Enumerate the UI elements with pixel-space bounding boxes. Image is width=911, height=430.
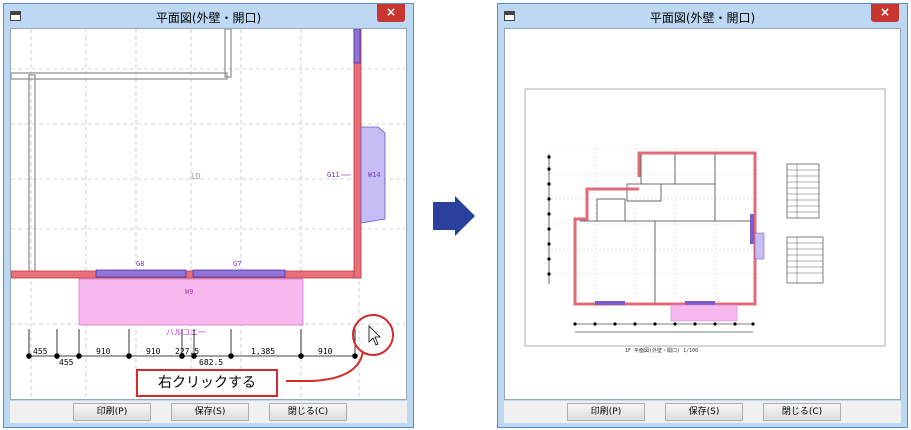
window-title: 平面図(外壁・開口) (155, 11, 262, 25)
instruction-callout: 右クリックする (136, 369, 278, 397)
left-button-bar: 印刷(P) 保存(S) 閉じる(C) (10, 401, 407, 423)
dimension-label: 910 (318, 347, 333, 356)
opening-label-w14: W14 (368, 171, 381, 179)
callout-leader (286, 350, 364, 382)
opening-label-g8: G8 (136, 260, 144, 268)
plan-canvas[interactable]: W14 G11 LD G8 G7 W9 バルコニー (10, 28, 407, 400)
room-label: LD (191, 172, 201, 181)
right-arrow-icon (433, 196, 475, 236)
left-window: 平面図(外壁・開口) × (3, 3, 414, 428)
drawing-caption: 1F 平面図(外壁・開口) 1/100 (625, 347, 698, 354)
print-preview-page: 1F 平面図(外壁・開口) 1/100 (524, 88, 886, 354)
window-app-icon[interactable] (504, 11, 515, 21)
opening-label-g7: G7 (233, 260, 241, 268)
print-button[interactable]: 印刷(P) (567, 403, 645, 421)
print-button[interactable]: 印刷(P) (73, 403, 151, 421)
balcony-label: バルコニー (166, 328, 206, 337)
save-button[interactable]: 保存(S) (171, 403, 249, 421)
window-title: 平面図(外壁・開口) (649, 11, 756, 25)
close-icon[interactable]: × (377, 4, 405, 22)
left-titlebar[interactable]: 平面図(外壁・開口) × (4, 4, 413, 28)
dimension-label: 910 (96, 347, 111, 356)
right-button-bar: 印刷(P) 保存(S) 閉じる(C) (504, 401, 901, 423)
dimension-label: 1,385 (251, 347, 275, 356)
save-button[interactable]: 保存(S) (665, 403, 743, 421)
close-icon[interactable]: × (871, 4, 899, 22)
dimension-label: 455 (33, 347, 48, 356)
dimension-label: 682.5 (199, 358, 223, 367)
dimension-label: 227.5 (175, 347, 199, 356)
print-preview-area[interactable]: 1F 平面図(外壁・開口) 1/100 (504, 28, 901, 400)
dimension-label: 910 (146, 347, 161, 356)
close-button[interactable]: 閉じる(C) (763, 403, 841, 421)
right-titlebar[interactable]: 平面図(外壁・開口) × (498, 4, 907, 28)
right-window: 平面図(外壁・開口) × (497, 3, 908, 428)
window-app-icon[interactable] (10, 11, 21, 21)
close-button[interactable]: 閉じる(C) (269, 403, 347, 421)
mouse-cursor-icon (368, 325, 381, 346)
floor-plan-drawing: W14 G11 LD G8 G7 W9 バルコニー (11, 29, 406, 399)
highlight-circle (352, 314, 394, 356)
dimension-label: 455 (59, 358, 74, 367)
opening-label-g11: G11 (327, 171, 340, 179)
opening-label-w9: W9 (185, 288, 193, 296)
